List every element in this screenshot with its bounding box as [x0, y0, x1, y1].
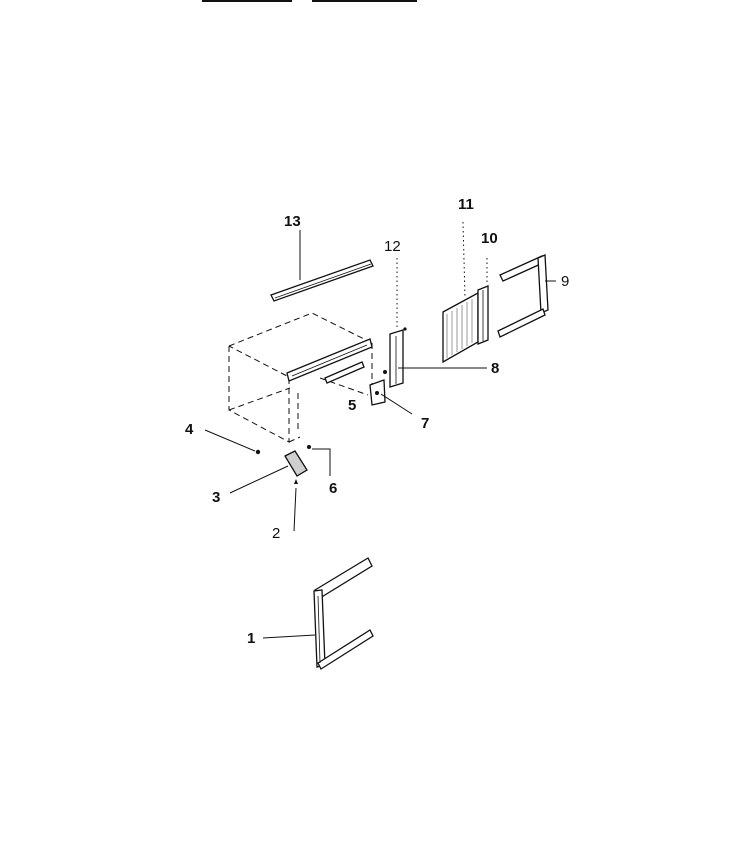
callout-10: 10	[481, 230, 498, 247]
leader-lines	[204, 230, 556, 639]
part-8-side-panel[interactable]	[389, 327, 407, 388]
callout-13: 13	[284, 213, 301, 230]
callout-11: 11	[458, 196, 474, 213]
part-13-top-rail[interactable]	[270, 259, 374, 302]
part-3-drain-clip[interactable]	[284, 450, 308, 477]
callout-5: 5	[348, 397, 356, 414]
callout-6: 6	[329, 480, 337, 497]
callout-4: 4	[185, 421, 194, 438]
cabinet-outline	[228, 312, 373, 443]
callout-1: 1	[247, 630, 255, 647]
part-9-curtain-frame[interactable]	[497, 254, 549, 338]
part-7-bracket[interactable]	[369, 370, 387, 406]
part-11-filter-screen[interactable]	[442, 291, 479, 364]
callout-labels: 13 12 11 10 9 8 7 5 4 3 6 2 1	[185, 196, 569, 647]
callout-2: 2	[272, 525, 280, 542]
part-5-slide-rail[interactable]	[286, 338, 373, 384]
part-10-vertical-strip[interactable]	[477, 285, 489, 345]
callout-8: 8	[491, 360, 499, 377]
fasteners	[255, 445, 311, 484]
assembly-lines	[396, 221, 488, 330]
callout-7: 7	[421, 415, 429, 432]
callout-9: 9	[561, 273, 569, 290]
part-1-window-frame[interactable]	[313, 557, 374, 670]
callout-3: 3	[212, 489, 220, 506]
callout-12: 12	[384, 238, 401, 255]
